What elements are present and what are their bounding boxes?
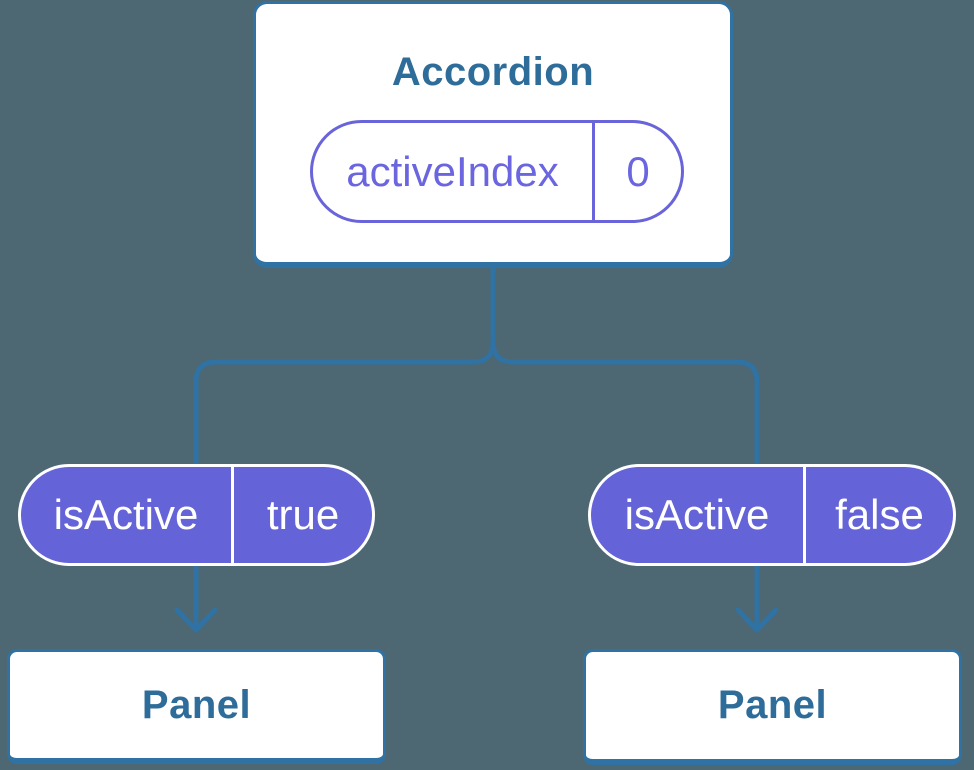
- prop-pill-left-name: isActive: [53, 491, 199, 538]
- prop-pill-right: isActive false: [588, 464, 956, 566]
- panel-right-title: Panel: [717, 683, 828, 727]
- state-pill-name: activeIndex: [346, 147, 559, 195]
- accordion-card: Accordion activeIndex 0: [253, 1, 733, 268]
- prop-pill-right-value: false: [835, 491, 924, 538]
- panel-card-left: Panel: [7, 649, 386, 764]
- prop-pill-left-divider: [231, 467, 234, 563]
- state-pill: activeIndex 0: [310, 120, 684, 223]
- connector-right: [490, 339, 760, 630]
- panel-left-title: Panel: [141, 682, 252, 727]
- state-pill-divider: [592, 123, 595, 220]
- accordion-title: Accordion: [391, 50, 595, 94]
- prop-pill-left: isActive true: [18, 464, 375, 566]
- state-pill-value: 0: [626, 147, 650, 195]
- prop-pill-right-name: isActive: [624, 491, 770, 538]
- arrowhead-down-right-icon: [735, 607, 779, 633]
- connector-left: [193, 261, 496, 630]
- prop-pill-right-divider: [803, 467, 806, 563]
- prop-pill-left-value: true: [266, 491, 340, 538]
- arrowhead-down-left-icon: [174, 607, 218, 633]
- panel-card-right: Panel: [583, 649, 962, 765]
